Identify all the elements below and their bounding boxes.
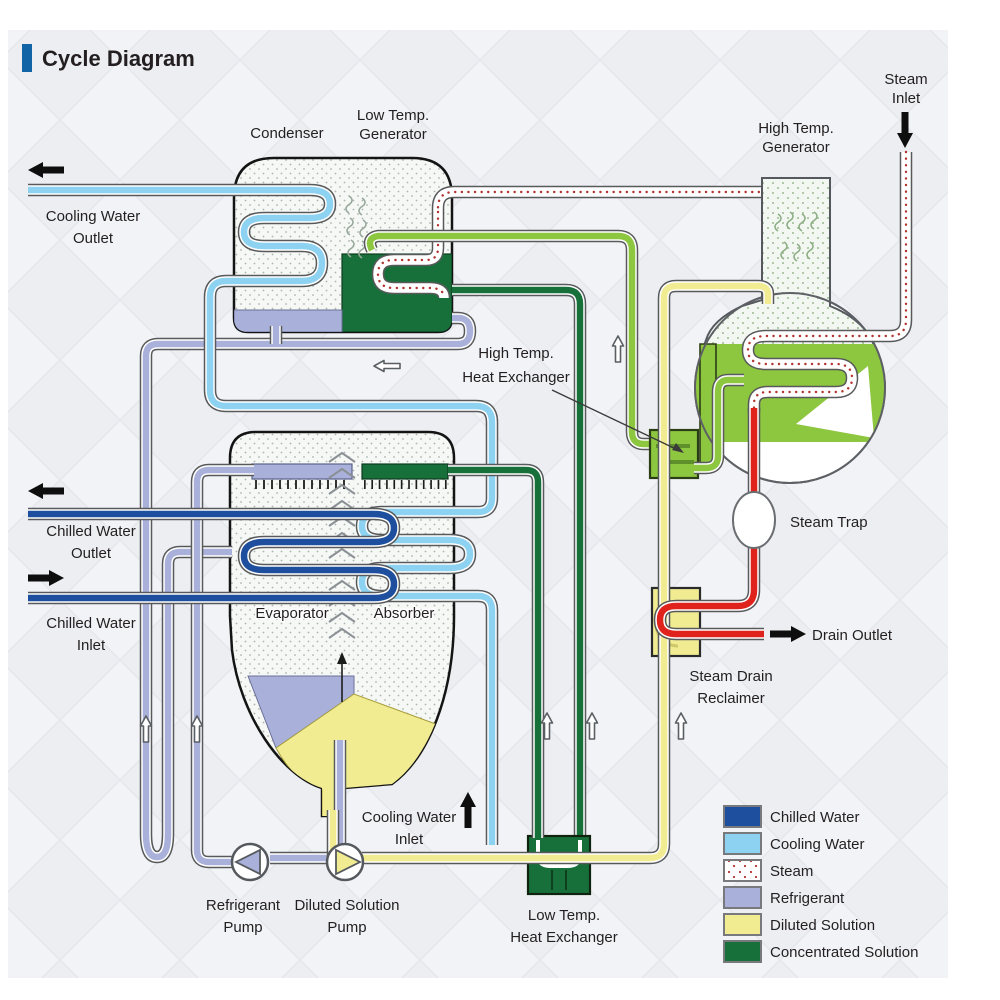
cooling-water-outlet-label-1: Cooling Water [46, 208, 140, 225]
steam-trap-label: Steam Trap [790, 514, 868, 531]
legend-swatch-concentrated-solution [723, 940, 762, 963]
high-temp-generator-label-1: High Temp. [758, 120, 834, 137]
legend-swatch-diluted-solution [723, 913, 762, 936]
refrigerant-pump [230, 842, 270, 882]
high-temp-generator-label-2: Generator [762, 139, 830, 156]
refrigerant-band [234, 309, 343, 332]
absorber-label: Absorber [374, 605, 435, 622]
title-accent-bar [22, 44, 32, 72]
legend-item-chilled-water: Chilled Water [723, 805, 859, 828]
legend-swatch-cooling-water [723, 832, 762, 855]
legend-item-concentrated-solution: Concentrated Solution [723, 940, 918, 963]
refrigerant-pump-label-2: Pump [223, 919, 262, 936]
vapor-up-arrow [337, 652, 347, 702]
steam-inlet-label-1: Steam [884, 71, 927, 88]
cooling-water-outlet-label-2: Outlet [73, 230, 114, 247]
diluted-solution-pump [325, 842, 365, 882]
chilled-water-outlet-label-2: Outlet [71, 545, 112, 562]
legend-item-refrigerant: Refrigerant [723, 886, 845, 909]
legend-label: Chilled Water [770, 809, 859, 826]
diluted-solution-pump-label-2: Pump [327, 919, 366, 936]
legend-swatch-chilled-water [723, 805, 762, 828]
chilled-water-outlet-label-1: Chilled Water [46, 523, 135, 540]
drain-outlet-label: Drain Outlet [812, 627, 893, 644]
hthx-pointer [551, 389, 684, 453]
refrigerant-pump-impeller [233, 848, 261, 876]
lthx-inner-lines [551, 870, 567, 890]
cooling-water-inlet-label-2: Inlet [395, 831, 424, 848]
hthx-label-1: High Temp. [478, 345, 554, 362]
condenser-label: Condenser [250, 125, 323, 142]
legend-swatch-refrigerant [723, 886, 762, 909]
legend-label: Concentrated Solution [770, 944, 918, 961]
legend-item-steam: Steam [723, 859, 813, 882]
diluted-solution-pump-impeller [335, 848, 363, 876]
low-temp-generator-label-2: Generator [359, 126, 427, 143]
lthx-label-1: Low Temp. [528, 907, 600, 924]
legend: Chilled Water Cooling Water Steam Refrig… [723, 805, 918, 963]
legend-label: Steam [770, 863, 813, 880]
high-temp-heat-exchanger [648, 428, 700, 480]
legend-swatch-steam [723, 859, 762, 882]
lthx-label-2: Heat Exchanger [510, 929, 618, 946]
steam-inlet-label-2: Inlet [892, 90, 921, 107]
refrigerant-pump-label-1: Refrigerant [206, 897, 281, 914]
legend-item-cooling-water: Cooling Water [723, 832, 864, 855]
page-title: Cycle Diagram [42, 46, 195, 71]
hthx-label-2: Heat Exchanger [462, 369, 570, 386]
evaporator-label: Evaporator [255, 605, 328, 622]
steam-drain-reclaimer-label-2: Reclaimer [697, 690, 765, 707]
chilled-water-inlet-label-2: Inlet [77, 637, 106, 654]
low-temp-generator-label-1: Low Temp. [357, 107, 429, 124]
legend-label: Refrigerant [770, 890, 845, 907]
legend-label: Cooling Water [770, 836, 864, 853]
steam-drain-reclaimer-label-1: Steam Drain [689, 668, 772, 685]
low-temp-heat-exchanger [526, 834, 592, 896]
steam-trap [732, 491, 776, 549]
diluted-solution-pump-label-1: Diluted Solution [294, 897, 399, 914]
chilled-water-inlet-label-1: Chilled Water [46, 615, 135, 632]
legend-item-diluted-solution: Diluted Solution [723, 913, 875, 936]
absorber-spray-header [361, 463, 449, 480]
cooling-water-inlet-label-1: Cooling Water [362, 809, 456, 826]
legend-label: Diluted Solution [770, 917, 875, 934]
